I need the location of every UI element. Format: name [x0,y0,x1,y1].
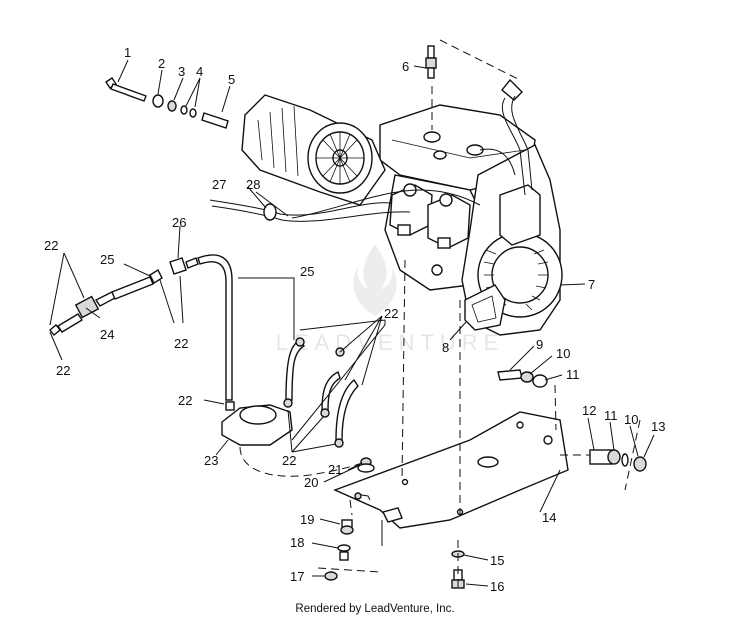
callout-17: 17 [290,569,304,584]
cables [209,189,481,222]
callout-13: 13 [651,419,665,434]
callout-24: 24 [100,327,114,342]
skid-plate [333,411,569,529]
callout-1: 1 [124,45,131,60]
mount-hardware-left [324,457,375,581]
callout-22-fuel-valve: 22 [174,336,188,351]
callout-5: 5 [228,72,235,87]
drive-clutch [241,94,386,206]
callout-11-lower: 11 [604,408,618,423]
callout-22-top-left: 22 [44,238,58,253]
mount-hardware-right [497,369,647,472]
callout-2: 2 [158,56,165,71]
callout-22-pump-inlet: 22 [178,393,192,408]
callout-19: 19 [300,512,314,527]
callout-18: 18 [290,535,304,550]
callout-20: 20 [304,475,318,490]
callout-25-filter-hose: 25 [100,252,114,267]
callout-28: 28 [246,177,260,192]
callout-6: 6 [402,59,409,74]
callout-22-hose-clamps: 22 [384,306,398,321]
callout-8: 8 [442,340,449,355]
callout-3: 3 [178,64,185,79]
clutch-bolt-assembly [105,77,229,129]
footer-credit: Rendered by LeadVenture, Inc. [295,603,455,615]
callout-23: 23 [204,453,218,468]
flame-logo-icon [353,244,397,316]
callout-14: 14 [542,510,556,525]
callout-labels: 1 2 3 4 5 6 7 8 9 10 11 12 11 10 13 14 1… [44,45,665,594]
callout-4: 4 [196,64,203,79]
callout-25-pump-hose: 25 [300,264,314,279]
callout-7: 7 [588,277,595,292]
callout-16: 16 [490,579,504,594]
callout-10-upper: 10 [556,346,570,361]
callout-27: 27 [212,177,226,192]
callout-10-lower: 10 [624,412,638,427]
watermark: LEADVENTURE [275,330,505,355]
carburetors [389,183,471,249]
spark-plug [425,45,437,79]
callout-26: 26 [172,215,186,230]
callout-22-pump-outlets: 22 [282,453,296,468]
callout-11-upper: 11 [566,367,580,382]
callout-9: 9 [536,337,543,352]
callout-12: 12 [582,403,596,418]
fuel-system [49,254,386,477]
leader-lines [49,59,655,587]
callout-15: 15 [490,553,504,568]
callout-21: 21 [328,462,342,477]
callout-22-bottom-left: 22 [56,363,70,378]
assembly-centerlines [317,39,641,590]
